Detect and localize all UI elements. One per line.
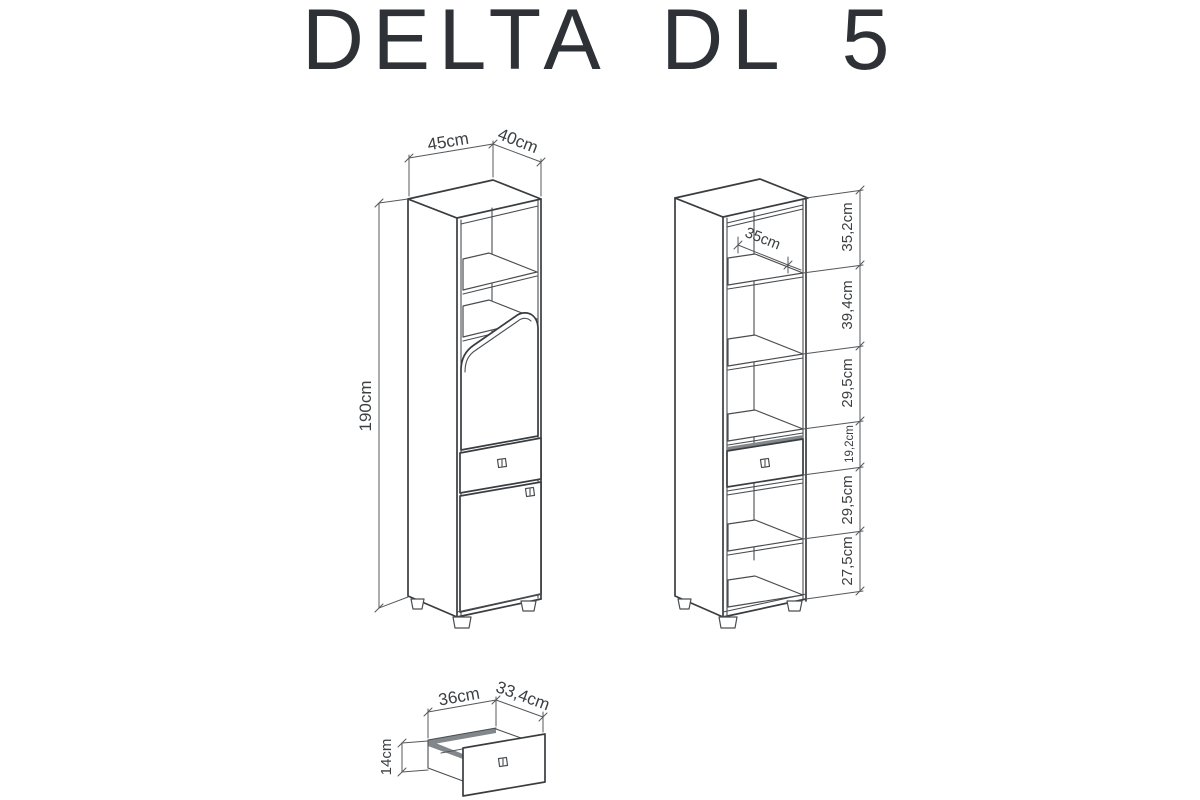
height-dimension: 190cm: [356, 198, 409, 613]
foot: [786, 600, 803, 612]
foot: [410, 598, 425, 610]
drawer-depth-label: 33,4cm: [493, 677, 552, 714]
depth-dimension-label: 40cm: [495, 125, 541, 158]
cabinet-front-view: 45cm 40cm 190cm: [356, 125, 546, 629]
shelf: [727, 519, 804, 552]
section-label: 39,4cm: [839, 280, 856, 329]
shelf: [727, 334, 804, 367]
cabinet-section-view: 35cm 35,2cm 39,4cm: [674, 178, 865, 629]
page-title: DELTA DL 5: [301, 0, 899, 88]
section-label: 27,5cm: [839, 536, 856, 585]
foot: [677, 598, 692, 610]
lower-door: [459, 481, 542, 613]
shelf: [727, 253, 804, 286]
drawer-detail-view: 36cm 33,4cm 14cm: [378, 677, 552, 797]
shelf: [462, 252, 538, 291]
drawer-height-label: 14cm: [378, 739, 395, 776]
drawer-handle: [759, 457, 771, 469]
section-label: 35,2cm: [839, 202, 856, 251]
shelf: [727, 409, 804, 442]
door-handle: [524, 486, 536, 498]
cabinet-left-side-panel: [674, 197, 724, 618]
height-dimension-label: 190cm: [356, 380, 375, 431]
section-label: 19,2cm: [844, 425, 856, 463]
foot: [718, 616, 738, 629]
cabinet-left-side-panel: [407, 198, 458, 618]
upper-door-edge: [464, 317, 532, 373]
foot: [520, 600, 537, 612]
foot: [452, 616, 472, 629]
drawer-width-label: 36cm: [437, 684, 481, 710]
drawer-depth-dimension: 33,4cm: [493, 677, 552, 733]
width-dimension-label: 45cm: [426, 129, 470, 155]
drawer-side-rim: [428, 740, 463, 759]
section-label: 29,5cm: [839, 358, 856, 407]
section-dimensions: 35,2cm 39,4cm 29,5cm 19,2cm 29,5cm 27,5c…: [802, 185, 865, 600]
drawer-gap-shadow: [727, 435, 803, 451]
drawer-back-rim: [428, 728, 496, 745]
shelf: [462, 299, 538, 338]
drawer-handle: [497, 756, 509, 768]
drawer-handle: [496, 457, 508, 469]
drawer-height-dimension: 14cm: [378, 738, 429, 777]
section-label: 29,5cm: [839, 475, 856, 524]
interior-ceiling-edge: [460, 205, 539, 225]
